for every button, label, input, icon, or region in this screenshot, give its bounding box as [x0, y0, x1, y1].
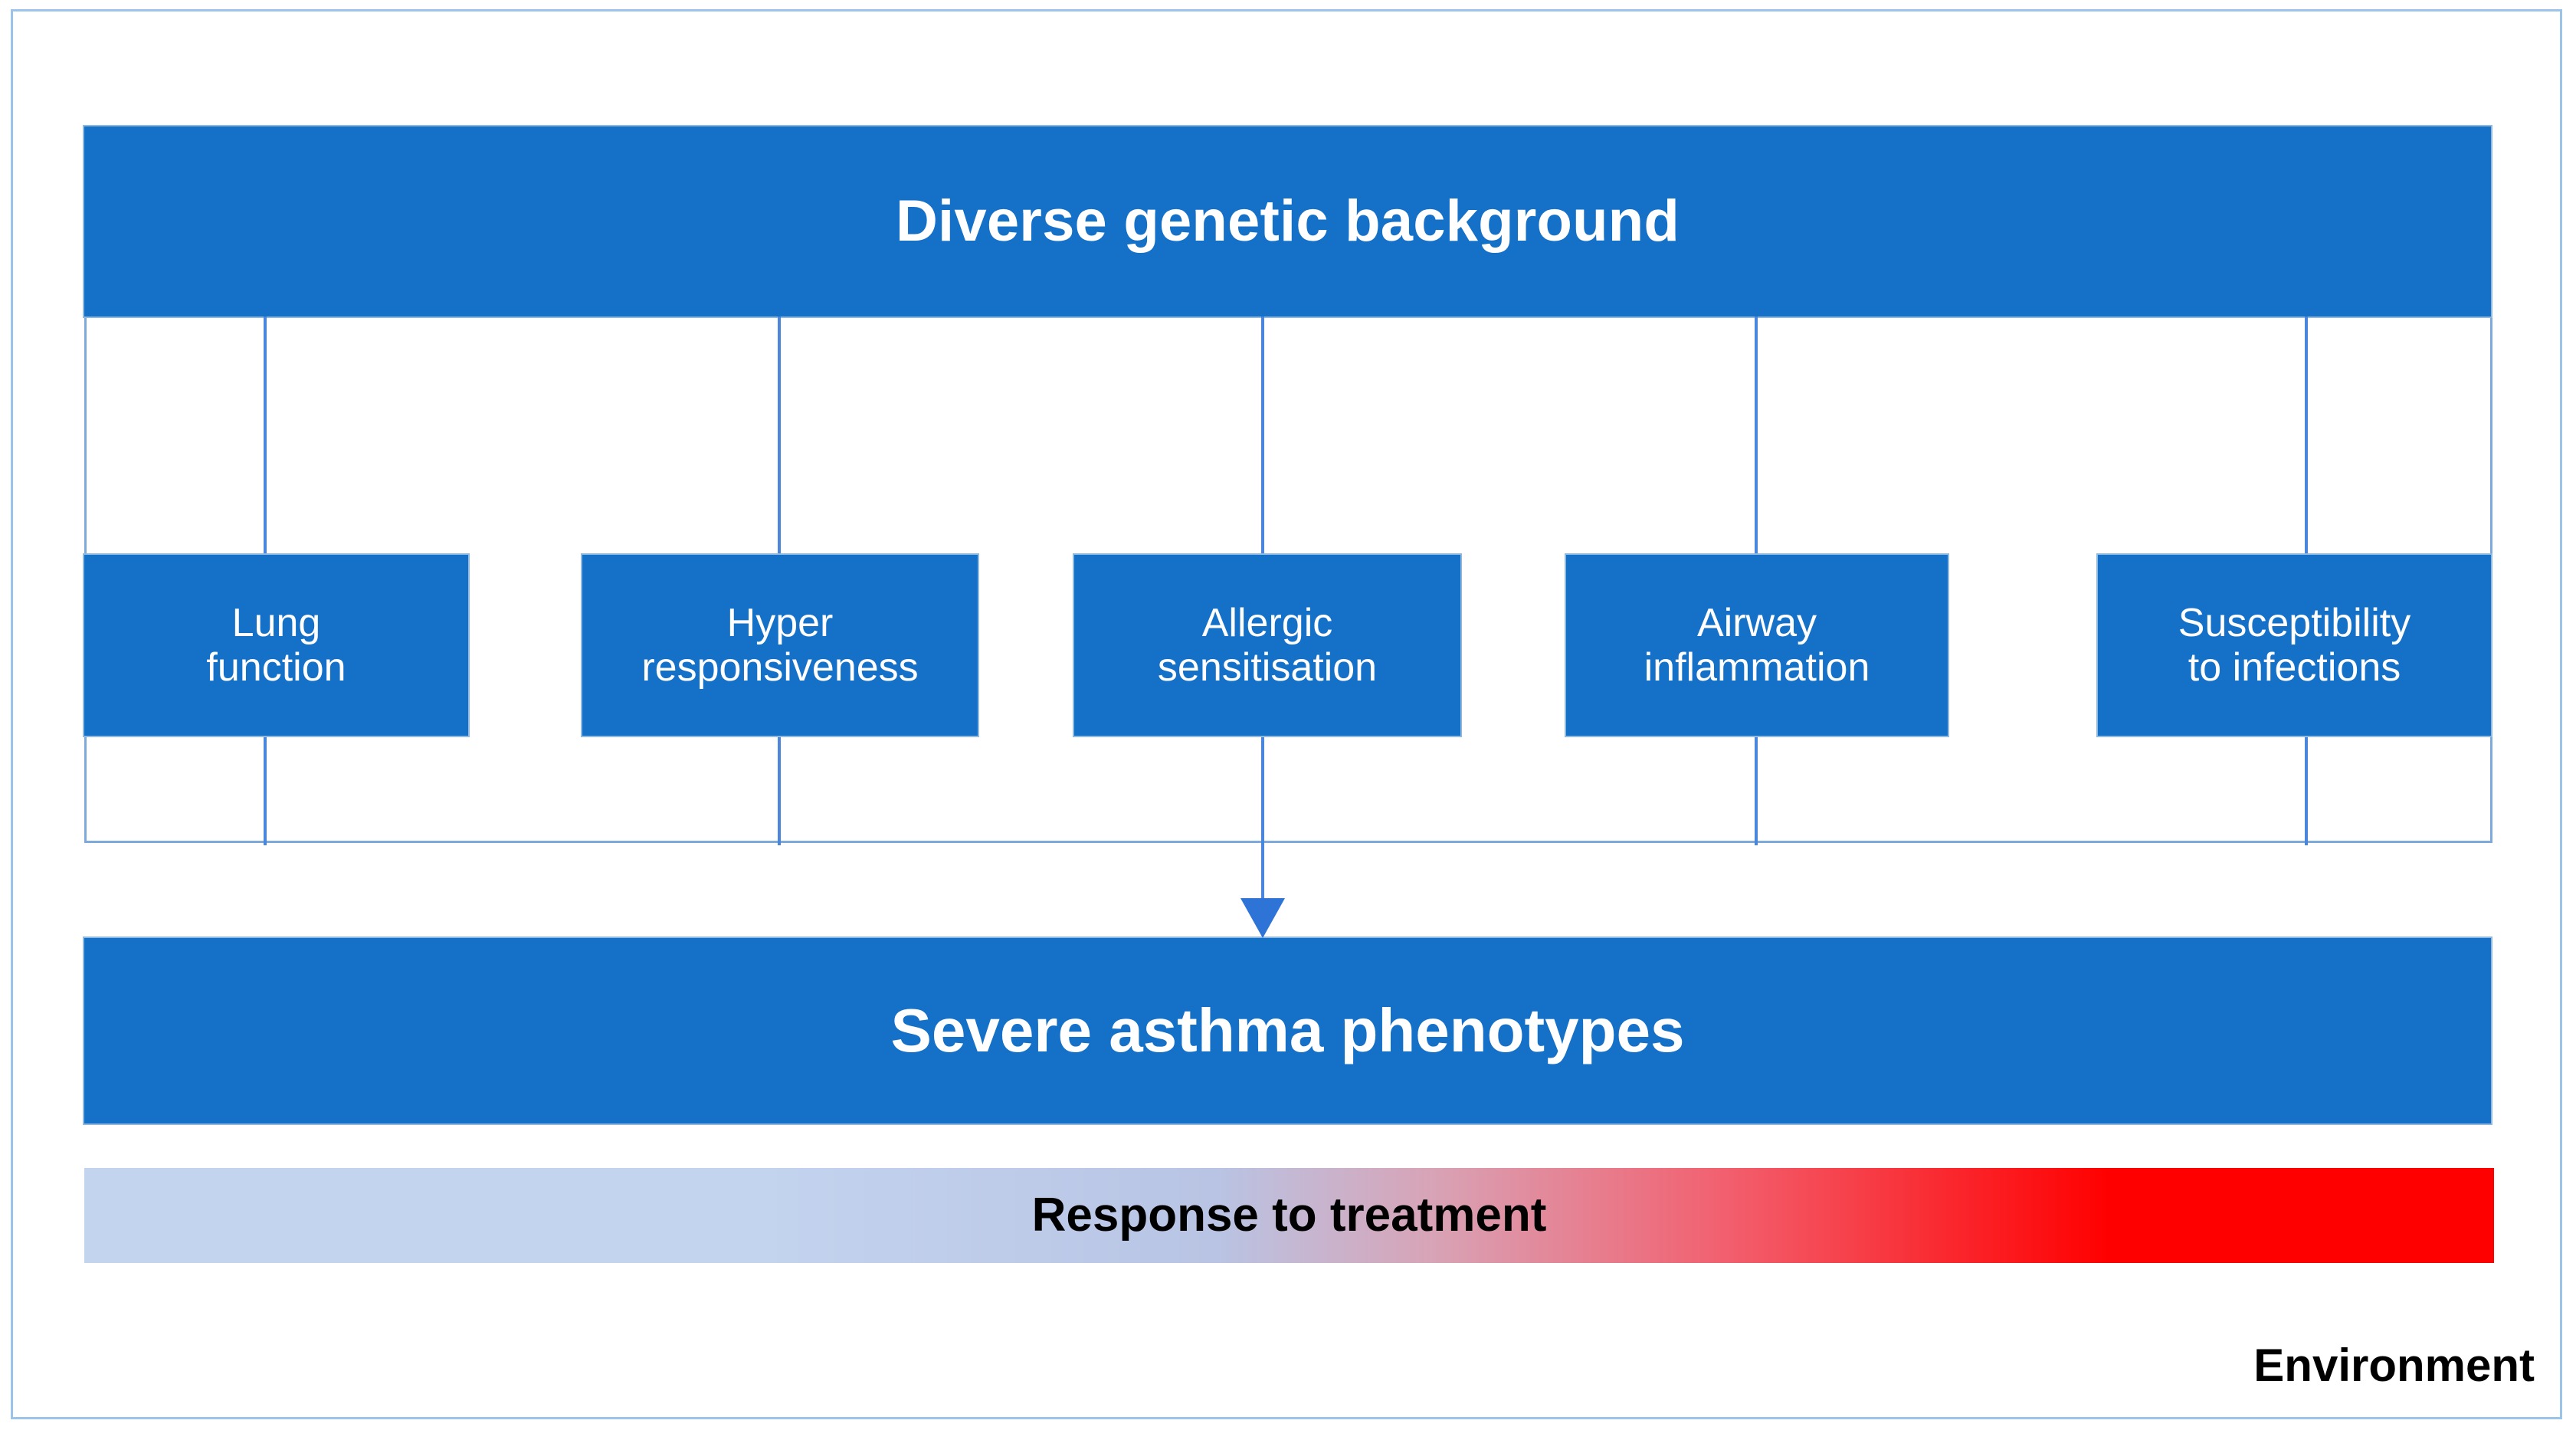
genetic-background-banner: Diverse genetic background [83, 125, 2492, 318]
trait-label-line1: Lung [231, 600, 321, 645]
trait-box-hyper-responsiveness[interactable]: Hyper responsiveness [581, 553, 979, 737]
trait-label-line1: Hyper [726, 600, 834, 645]
down-arrow-head-icon [1240, 898, 1285, 938]
trait-label-line2: function [206, 645, 346, 690]
trait-label-line2: to infections [2188, 645, 2401, 690]
trait-box-airway-inflammation[interactable]: Airway inflammation [1565, 553, 1949, 737]
trait-label-line2: inflammation [1644, 645, 1870, 690]
severe-asthma-phenotypes-banner: Severe asthma phenotypes [83, 936, 2492, 1125]
trait-box-allergic-sensitisation[interactable]: Allergic sensitisation [1073, 553, 1462, 737]
response-to-treatment-label: Response to treatment [1031, 1189, 1547, 1242]
trait-label-line2: responsiveness [641, 645, 919, 690]
severe-asthma-phenotypes-label: Severe asthma phenotypes [890, 996, 1685, 1064]
trait-label-line2: sensitisation [1157, 645, 1378, 690]
down-arrow-shaft [1261, 737, 1264, 912]
page-border [11, 9, 2562, 1419]
trait-label-line1: Susceptibility [2178, 600, 2411, 645]
trait-label-line1: Airway [1696, 600, 1817, 645]
trait-box-lung-function[interactable]: Lung function [83, 553, 470, 737]
response-to-treatment-gradient-bar: Response to treatment [84, 1168, 2494, 1263]
trait-box-susceptibility-to-infections[interactable]: Susceptibility to infections [2096, 553, 2492, 737]
genetic-background-label: Diverse genetic background [895, 189, 1680, 254]
trait-label-line1: Allergic [1201, 600, 1333, 645]
environment-caption: Environment [2253, 1340, 2535, 1391]
